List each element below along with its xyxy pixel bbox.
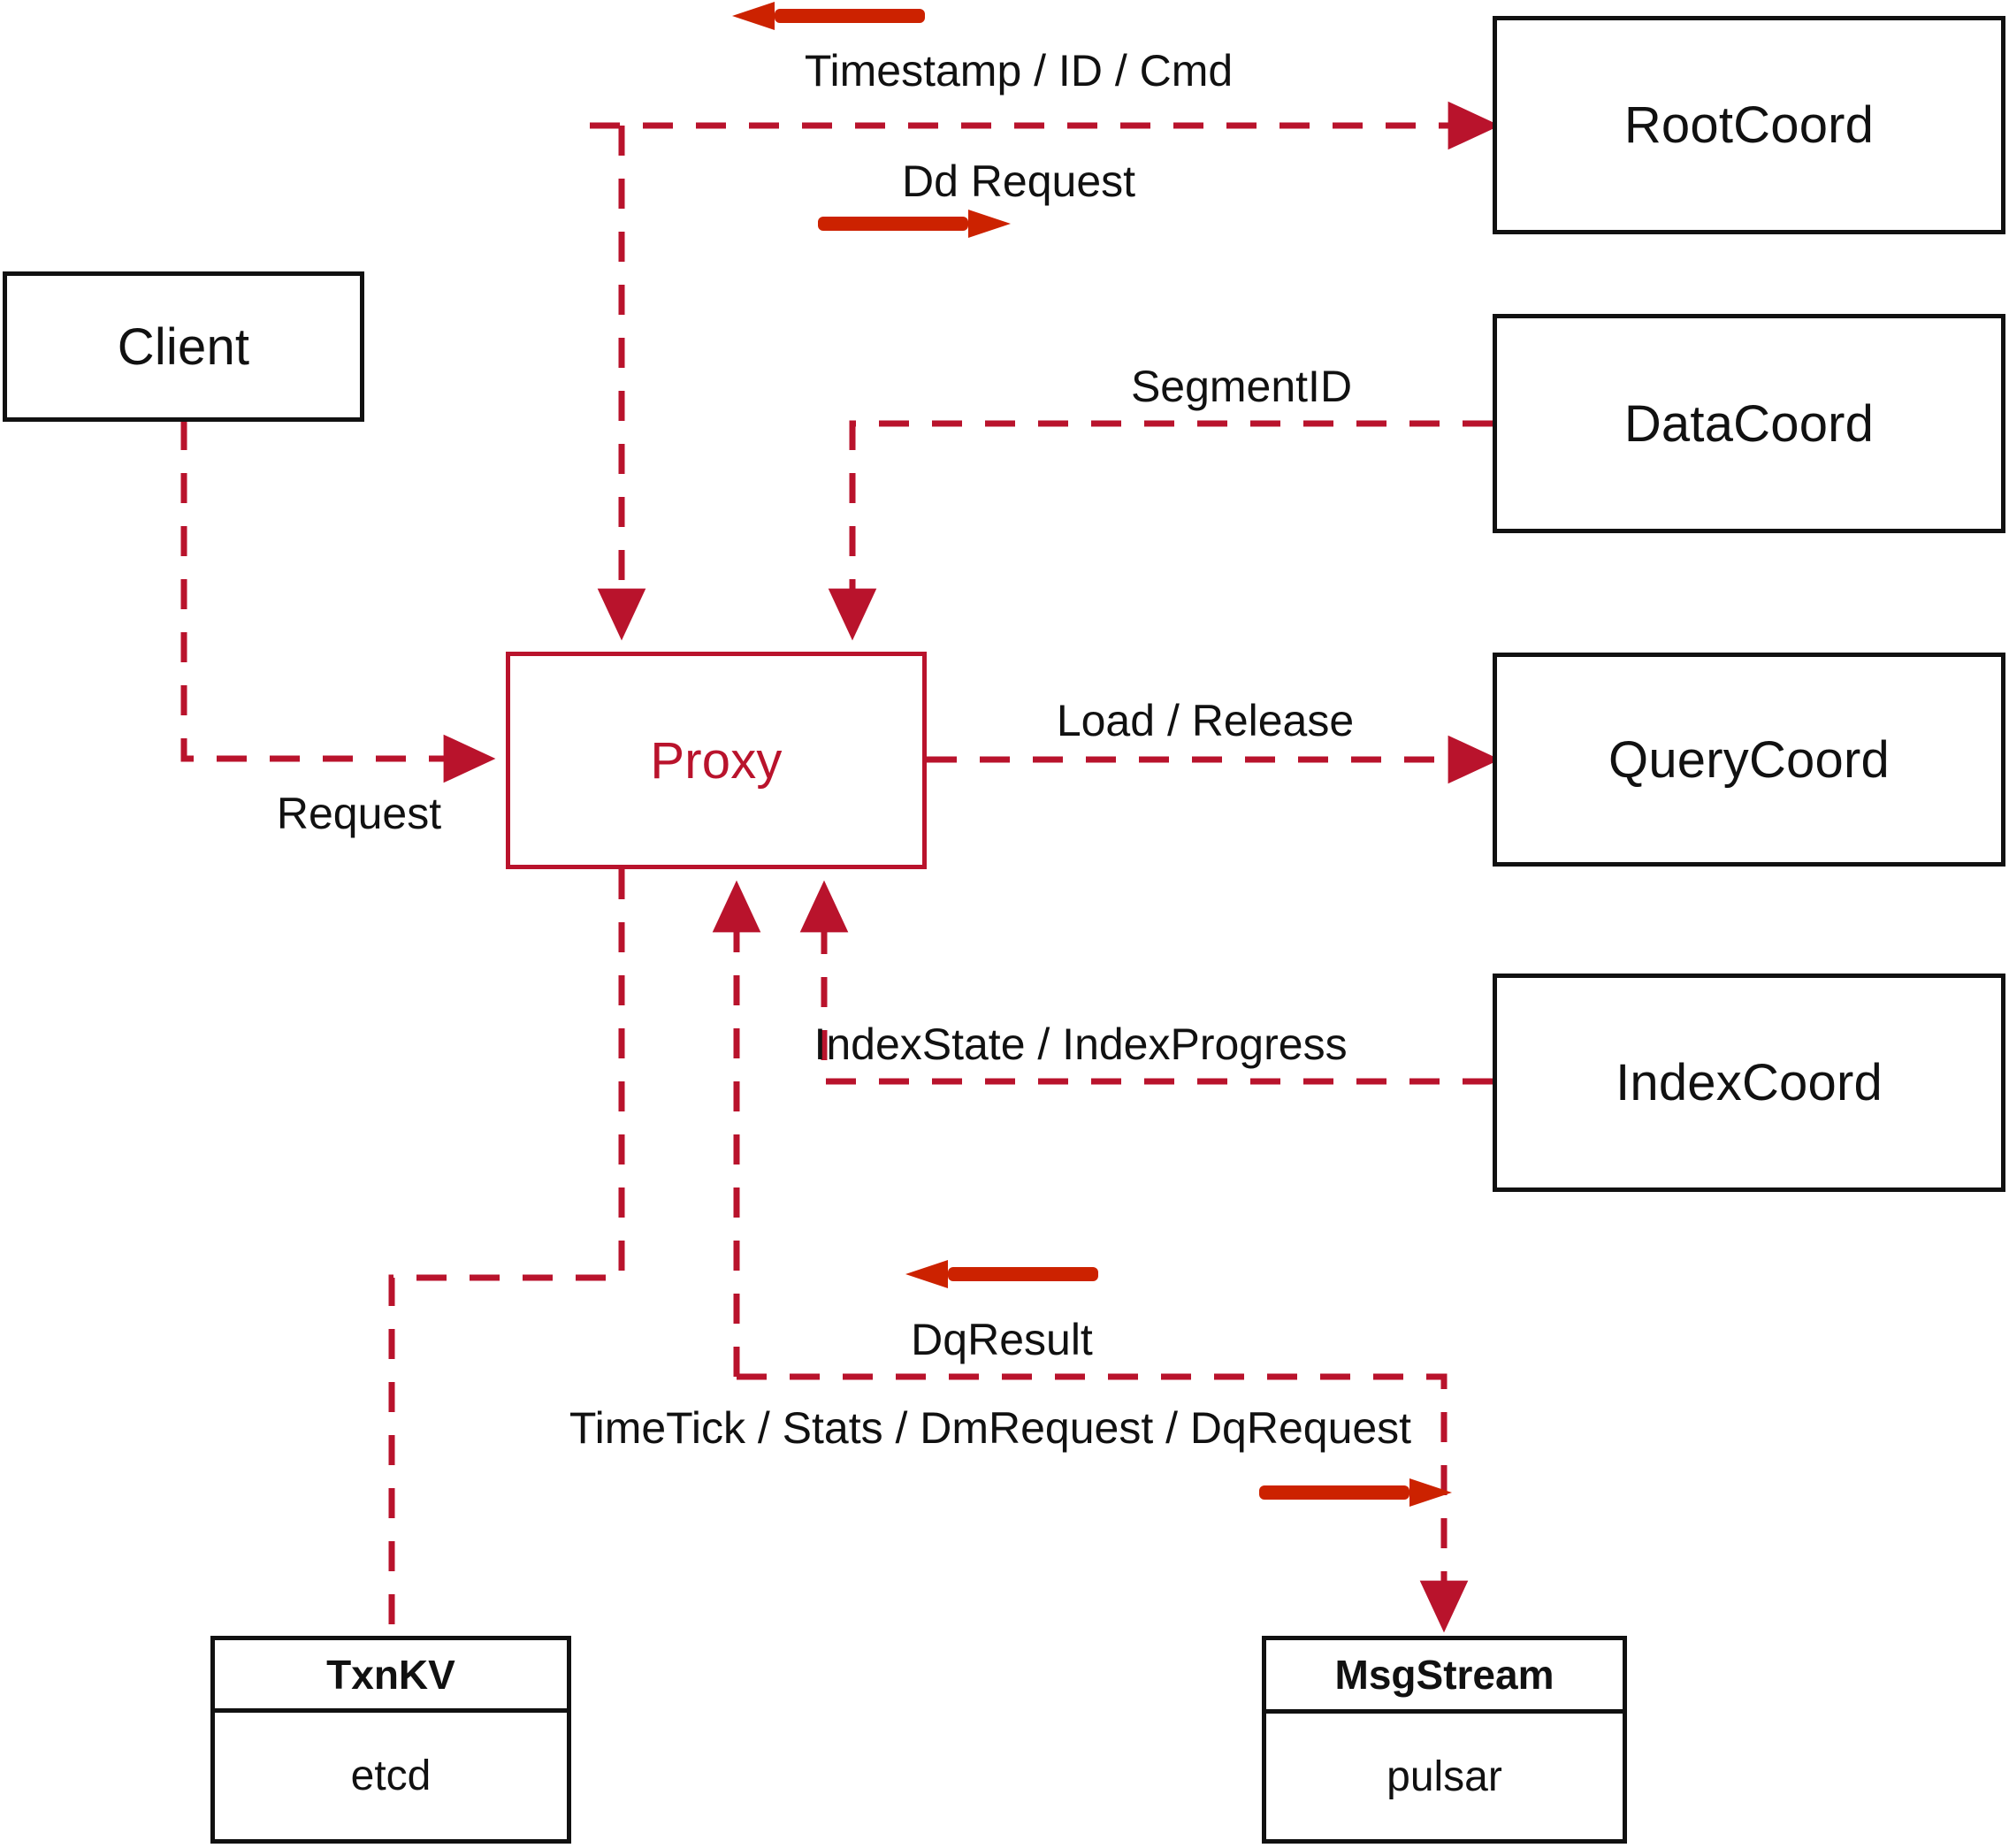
node-query-coord-label: QueryCoord — [1608, 730, 1890, 789]
edge-label-segment-id: SegmentID — [1130, 362, 1353, 411]
edge-label-timetick: TimeTick / Stats / DmRequest / DqRequest — [569, 1403, 1412, 1453]
edge-label-dd-request: Dd Request — [901, 157, 1136, 206]
node-msgstream-header: MsgStream — [1266, 1640, 1623, 1714]
node-client-label: Client — [117, 317, 250, 376]
edge-label-dq-result: DqResult — [911, 1315, 1093, 1364]
node-msgstream-implementation: pulsar — [1386, 1753, 1502, 1800]
node-root-coord-label: RootCoord — [1623, 96, 1875, 154]
node-client[interactable]: Client — [3, 271, 364, 422]
edge-label-timestamp-id-cmd: Timestamp / ID / Cmd — [804, 46, 1234, 95]
node-txnkv-title: TxnKV — [326, 1651, 455, 1698]
edge-request-path — [180, 420, 496, 783]
node-data-coord[interactable]: DataCoord — [1493, 314, 2005, 533]
node-txnkv-implementation: etcd — [350, 1753, 432, 1799]
edge-label-load-release: Load / Release — [1056, 696, 1355, 745]
edge-proxy-txnkv-path — [388, 869, 625, 1636]
node-root-coord[interactable]: RootCoord — [1493, 16, 2005, 234]
edge-segment-id-path — [828, 420, 1493, 641]
direction-arrow-dq-result — [905, 1260, 1098, 1288]
direction-arrow-dd-request — [818, 210, 1011, 238]
node-msgstream-title: MsgStream — [1334, 1652, 1554, 1698]
node-index-coord[interactable]: IndexCoord — [1493, 974, 2005, 1192]
direction-arrow-timetick — [1259, 1478, 1452, 1507]
node-txnkv-header: TxnKV — [215, 1640, 567, 1713]
node-msgstream[interactable]: MsgStream pulsar — [1262, 1636, 1627, 1844]
edge-label-index-state-progress: IndexState / IndexProgress — [814, 1019, 1348, 1069]
direction-arrow-timestamp-id-cmd — [732, 2, 925, 30]
node-txnkv-body: etcd — [215, 1713, 567, 1839]
node-txnkv[interactable]: TxnKV etcd — [210, 1636, 571, 1844]
node-query-coord[interactable]: QueryCoord — [1493, 653, 2005, 867]
node-index-coord-label: IndexCoord — [1616, 1054, 1883, 1111]
node-data-coord-label: DataCoord — [1623, 394, 1875, 453]
node-msgstream-body: pulsar — [1266, 1714, 1623, 1839]
edge-label-request: Request — [276, 789, 442, 838]
node-proxy-label: Proxy — [650, 731, 783, 790]
node-proxy[interactable]: Proxy — [506, 652, 927, 869]
